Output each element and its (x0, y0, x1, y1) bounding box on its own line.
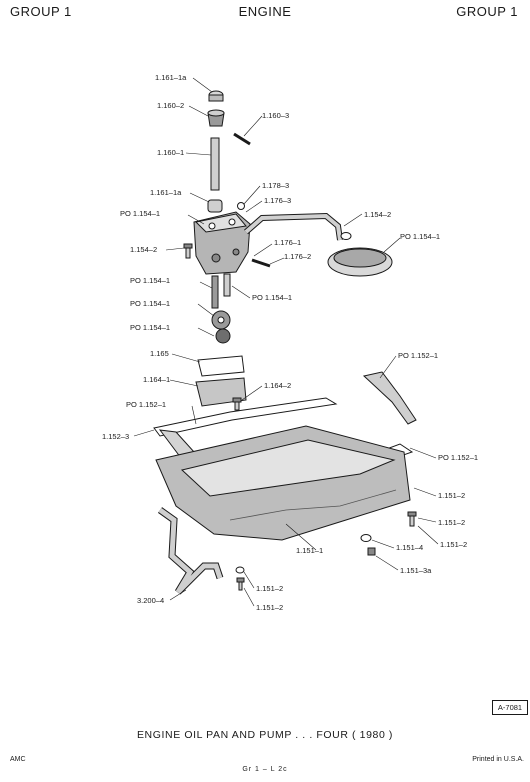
pin-part (233, 132, 251, 146)
pump-cover-gasket (197, 355, 245, 377)
pump-cover-bolt (232, 397, 242, 411)
callout-label: 1.178–3 (262, 181, 289, 190)
pump-gear (211, 310, 231, 330)
header-section-title: ENGINE (238, 4, 292, 19)
drain-plug-washer (360, 534, 372, 542)
callout-label: 1.154–2 (130, 245, 157, 254)
callout-label: 1.151–1 (296, 546, 323, 555)
pump-gear-shafts (211, 273, 231, 309)
callout-label: PO 1.152–1 (438, 453, 478, 462)
callout-label: 1.160–2 (157, 101, 184, 110)
callout-label: 1.151–3a (400, 566, 432, 575)
callout-label: PO 1.154–1 (400, 232, 440, 241)
callout-label: 1.151–2 (256, 603, 283, 612)
oil-pan (155, 425, 411, 541)
callout-label: 1.151–2 (440, 540, 467, 549)
callout-label: 1.164–1 (143, 375, 170, 384)
callout-label: 1.161–1a (150, 188, 182, 197)
oil-pump-body (193, 211, 251, 275)
callout-label: 1.160–3 (262, 111, 289, 120)
header-group-right: GROUP 1 (456, 4, 518, 19)
callout-label: 1.160–1 (157, 148, 184, 157)
callout-label: PO 1.154–1 (130, 299, 170, 308)
pickup-tube (244, 212, 343, 241)
plug-part (237, 202, 245, 210)
rear-seal-strap (362, 371, 417, 425)
footer-printed-note: Printed in U.S.A. (472, 756, 524, 763)
footer-page-ref: Gr 1 – L 2c (242, 766, 288, 773)
callout-label: 1.176–1 (274, 238, 301, 247)
pump-bolt (183, 243, 193, 259)
callout-label: 1.151–2 (438, 518, 465, 527)
callout-label: 3.200–4 (137, 596, 164, 605)
callout-label: PO 1.154–1 (252, 293, 292, 302)
callout-label: PO 1.154–1 (130, 323, 170, 332)
callout-label: 1.151–4 (396, 543, 423, 552)
callout-label: 1.176–2 (284, 252, 311, 261)
header-group-left: GROUP 1 (10, 4, 72, 19)
callout-label: 1.151–2 (256, 584, 283, 593)
callout-label: PO 1.152–1 (398, 351, 438, 360)
dipstick-tube (157, 507, 224, 595)
callout-label: 1.154–2 (364, 210, 391, 219)
figure-caption: ENGINE OIL PAN AND PUMP . . . FOUR ( 198… (136, 729, 394, 741)
pump-cap-part (208, 90, 224, 102)
dipstick-bracket-bolt (235, 566, 245, 591)
callout-label: 1.165 (150, 349, 169, 358)
callout-label: 1.152–3 (102, 432, 129, 441)
callout-label: 1.151–2 (438, 491, 465, 500)
leader-lines (133, 77, 439, 607)
callout-label: PO 1.154–1 (120, 209, 160, 218)
drain-plug (367, 547, 376, 556)
callout-label: PO 1.152–1 (126, 400, 166, 409)
pump-valve-part (207, 109, 225, 127)
callout-label: 1.176–3 (264, 196, 291, 205)
pump-cap-part-2 (207, 199, 223, 213)
spring-pin (251, 258, 271, 268)
oil-pan-gasket-side (153, 397, 338, 437)
oil-pickup-screen (327, 232, 393, 277)
callout-label: PO 1.154–1 (130, 276, 170, 285)
footer-publisher: AMC (10, 756, 26, 763)
figure-code-box: A-7081 (492, 700, 528, 715)
callout-label: 1.164–2 (264, 381, 291, 390)
callout-label: 1.161–1a (155, 73, 187, 82)
pan-bolt-right (407, 511, 417, 527)
pump-gear-2 (215, 328, 231, 344)
pump-shaft-part (210, 137, 220, 191)
